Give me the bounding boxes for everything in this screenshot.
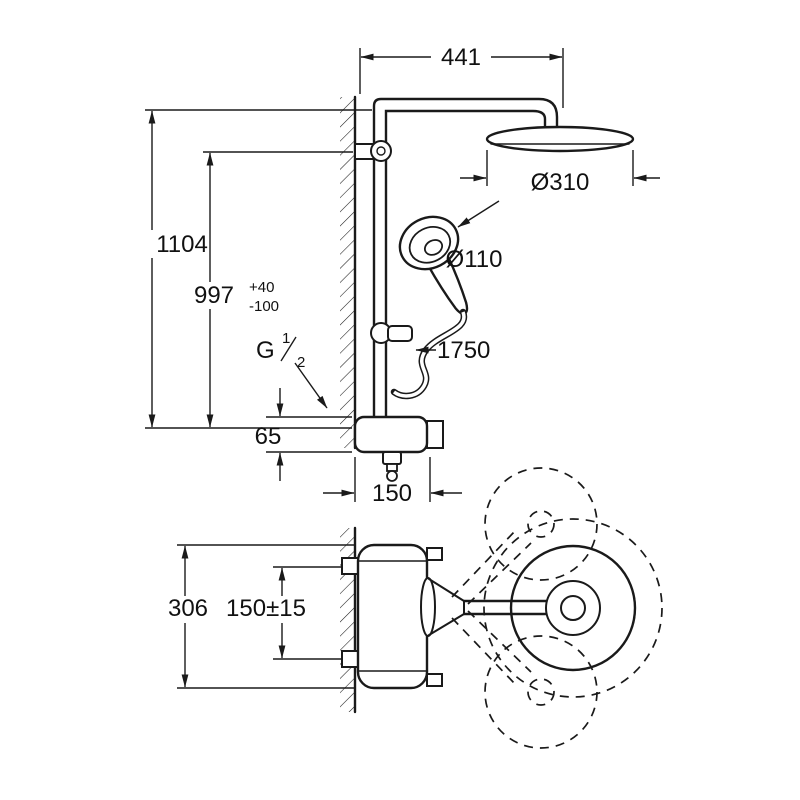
dimension-hose-length: 1750 xyxy=(415,337,490,364)
bracket-knob xyxy=(370,140,392,162)
hose-outlet xyxy=(382,451,402,465)
wall-bracket-upper xyxy=(354,140,392,162)
mixer-body-elevation xyxy=(353,415,444,482)
dim-tolerance-plus: +40 xyxy=(249,279,274,296)
holder-cradle xyxy=(387,325,413,342)
head-plan-outer xyxy=(509,544,637,672)
wall-upper xyxy=(340,95,357,450)
dimension-306: 306 xyxy=(155,544,356,689)
outlet-stem xyxy=(386,463,398,472)
dim-label-supply-spacing: 150±15 xyxy=(226,595,306,622)
head-position-down xyxy=(484,635,598,749)
dimension-head-diameter: Ø310 xyxy=(460,150,660,196)
mixer-knurled-cap xyxy=(426,420,444,449)
swivel-positions xyxy=(451,467,663,749)
label-backing xyxy=(155,596,220,623)
bracket-knob-center xyxy=(376,146,386,156)
arm-escutcheon xyxy=(420,577,436,637)
label-backing xyxy=(183,282,246,309)
dim-label-997: 997 xyxy=(194,282,234,309)
head-plan-ring xyxy=(545,580,601,636)
hose-inner xyxy=(392,311,466,398)
thread-callout: G 1 2 xyxy=(256,330,328,409)
hand-shower-face-hub xyxy=(423,239,444,256)
thread-numerator: 1 xyxy=(282,330,290,347)
dim-label-65: 65 xyxy=(255,423,282,450)
rail-outer-line xyxy=(372,97,559,420)
dim-label-306: 306 xyxy=(168,595,208,622)
dimension-150: 150 xyxy=(323,457,462,507)
dimension-65: 65 xyxy=(255,388,352,481)
dim-label-150: 150 xyxy=(372,480,412,507)
arm-cone-lower xyxy=(428,613,465,636)
fraction-slash xyxy=(280,336,297,362)
label-backing xyxy=(149,230,215,258)
leader-arrow xyxy=(294,362,328,409)
head-position-up xyxy=(484,467,598,581)
dim-label-head-diameter: Ø310 xyxy=(531,169,590,196)
dimension-1104: 1104 xyxy=(145,109,372,429)
hand-shower-holder xyxy=(370,322,413,344)
handle-tab-bottom xyxy=(426,673,443,687)
head-plan-hub xyxy=(560,595,586,621)
dim-label-1750: 1750 xyxy=(437,337,490,364)
thread-letter: G xyxy=(256,337,275,364)
dimension-supply-spacing: 150±15 xyxy=(220,566,341,660)
label-backing xyxy=(220,596,313,623)
dimension-441: 441 xyxy=(359,44,564,108)
dim-label-1104: 1104 xyxy=(156,231,208,258)
shower-hose xyxy=(390,308,468,400)
swivel-arm-up xyxy=(451,530,516,598)
leader-arrow xyxy=(457,200,500,228)
shower-arm-plan xyxy=(420,544,637,672)
head-shower xyxy=(485,125,635,153)
rail-inner-line xyxy=(384,109,547,420)
wall-lower xyxy=(340,526,357,714)
arm-cone-upper xyxy=(428,578,465,602)
head-shower-plate xyxy=(485,125,635,153)
shower-rail xyxy=(372,97,559,420)
mixer-housing xyxy=(353,415,429,454)
wall-hatching-upper xyxy=(340,97,355,448)
label-backing xyxy=(431,45,491,70)
thread-denominator: 2 xyxy=(297,354,305,371)
hand-shower-face-ring xyxy=(408,225,452,264)
dimension-997: 997 +40 -100 xyxy=(183,151,353,428)
head-position-up-hub xyxy=(527,510,555,538)
swivel-arm-down xyxy=(451,617,516,685)
outlet-nut xyxy=(386,470,398,482)
swivel-radius-circle xyxy=(483,518,663,698)
dimension-hand-diameter: Ø110 xyxy=(446,200,503,273)
dim-label-hand-diameter: Ø110 xyxy=(446,246,503,273)
dim-label-441: 441 xyxy=(441,44,481,71)
dim-tolerance-minus: -100 xyxy=(249,298,279,315)
handle-tab-top xyxy=(426,547,443,561)
wall-hatching-lower xyxy=(340,528,355,712)
mixer-plan-housing xyxy=(356,543,429,690)
head-position-down-hub xyxy=(527,678,555,706)
